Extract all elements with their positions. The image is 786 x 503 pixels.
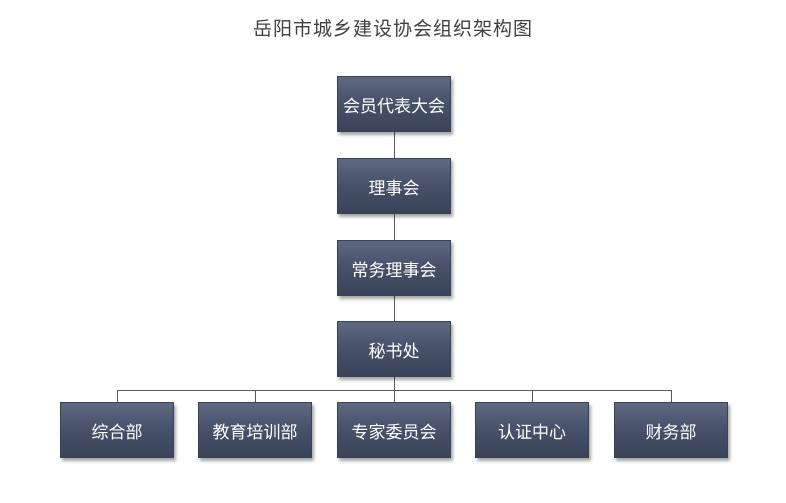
node-secretariat: 秘书处: [337, 321, 451, 377]
node-dept-experts: 专家委员会: [337, 402, 451, 458]
node-council: 理事会: [337, 158, 451, 214]
node-dept-certification: 认证中心: [475, 402, 589, 458]
chart-title: 岳阳市城乡建设协会组织架构图: [252, 18, 533, 40]
node-dept-general: 综合部: [60, 402, 174, 458]
node-standing-council: 常务理事会: [337, 240, 451, 296]
node-dept-finance: 财务部: [614, 402, 728, 458]
node-congress: 会员代表大会: [337, 76, 451, 132]
node-dept-training: 教育培训部: [198, 402, 312, 458]
